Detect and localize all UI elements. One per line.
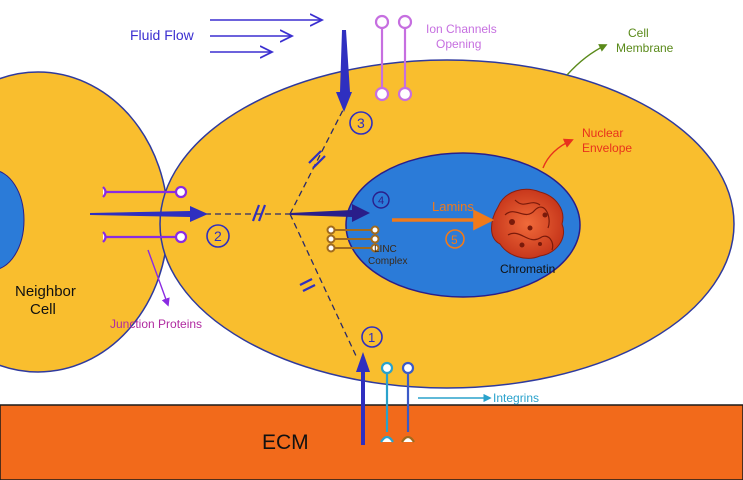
linc-complex — [326, 225, 380, 253]
nucleus — [345, 152, 581, 298]
junction-proteins — [102, 185, 188, 244]
svg-text:4: 4 — [378, 195, 384, 207]
nuclear-envelope-arrow — [542, 138, 574, 169]
integrins — [380, 361, 415, 443]
signal-paths — [205, 109, 358, 359]
neighbor-nucleus — [0, 171, 25, 269]
cell-membrane-label: Cell Membrane — [616, 26, 674, 55]
step3-arrow — [336, 30, 352, 112]
step-marker-5: 5 — [445, 229, 465, 249]
nuclear-envelope-label: Nuclear Envelope — [582, 126, 632, 155]
step4-arrow — [290, 204, 370, 222]
ion-channels — [374, 14, 413, 102]
break-marks — [251, 150, 326, 292]
svg-text:1: 1 — [368, 330, 375, 345]
neighbor-cell-label: Neighbor Cell — [15, 283, 80, 318]
junction-proteins-label: Junction Proteins — [110, 317, 202, 331]
step-marker-2: 2 — [206, 224, 230, 248]
svg-text:2: 2 — [214, 228, 222, 244]
step1-arrow — [356, 352, 370, 445]
ecm-label: ECM — [262, 431, 309, 454]
fluid-flow-arrows — [210, 20, 322, 52]
fluid-flow-label: Fluid Flow — [130, 27, 195, 43]
junction-label-arrow — [147, 249, 170, 307]
step2-arrow — [90, 206, 208, 222]
chromatin-mass — [491, 188, 564, 259]
step-marker-1: 1 — [361, 326, 383, 348]
linc-complex-label: LINC Complex — [368, 244, 407, 267]
ecm-substrate — [0, 404, 743, 480]
step-marker-4: 4 — [372, 191, 390, 209]
step-marker-3: 3 — [349, 111, 373, 135]
svg-text:5: 5 — [451, 233, 458, 247]
lamins-label: Lamins — [432, 199, 474, 214]
chromatin-label: Chromatin — [500, 262, 555, 276]
svg-text:3: 3 — [357, 115, 365, 131]
ion-channels-label: Ion Channels Opening — [426, 22, 500, 51]
integrins-label: Integrins — [493, 391, 539, 405]
cell-membrane-arrow — [566, 44, 608, 76]
